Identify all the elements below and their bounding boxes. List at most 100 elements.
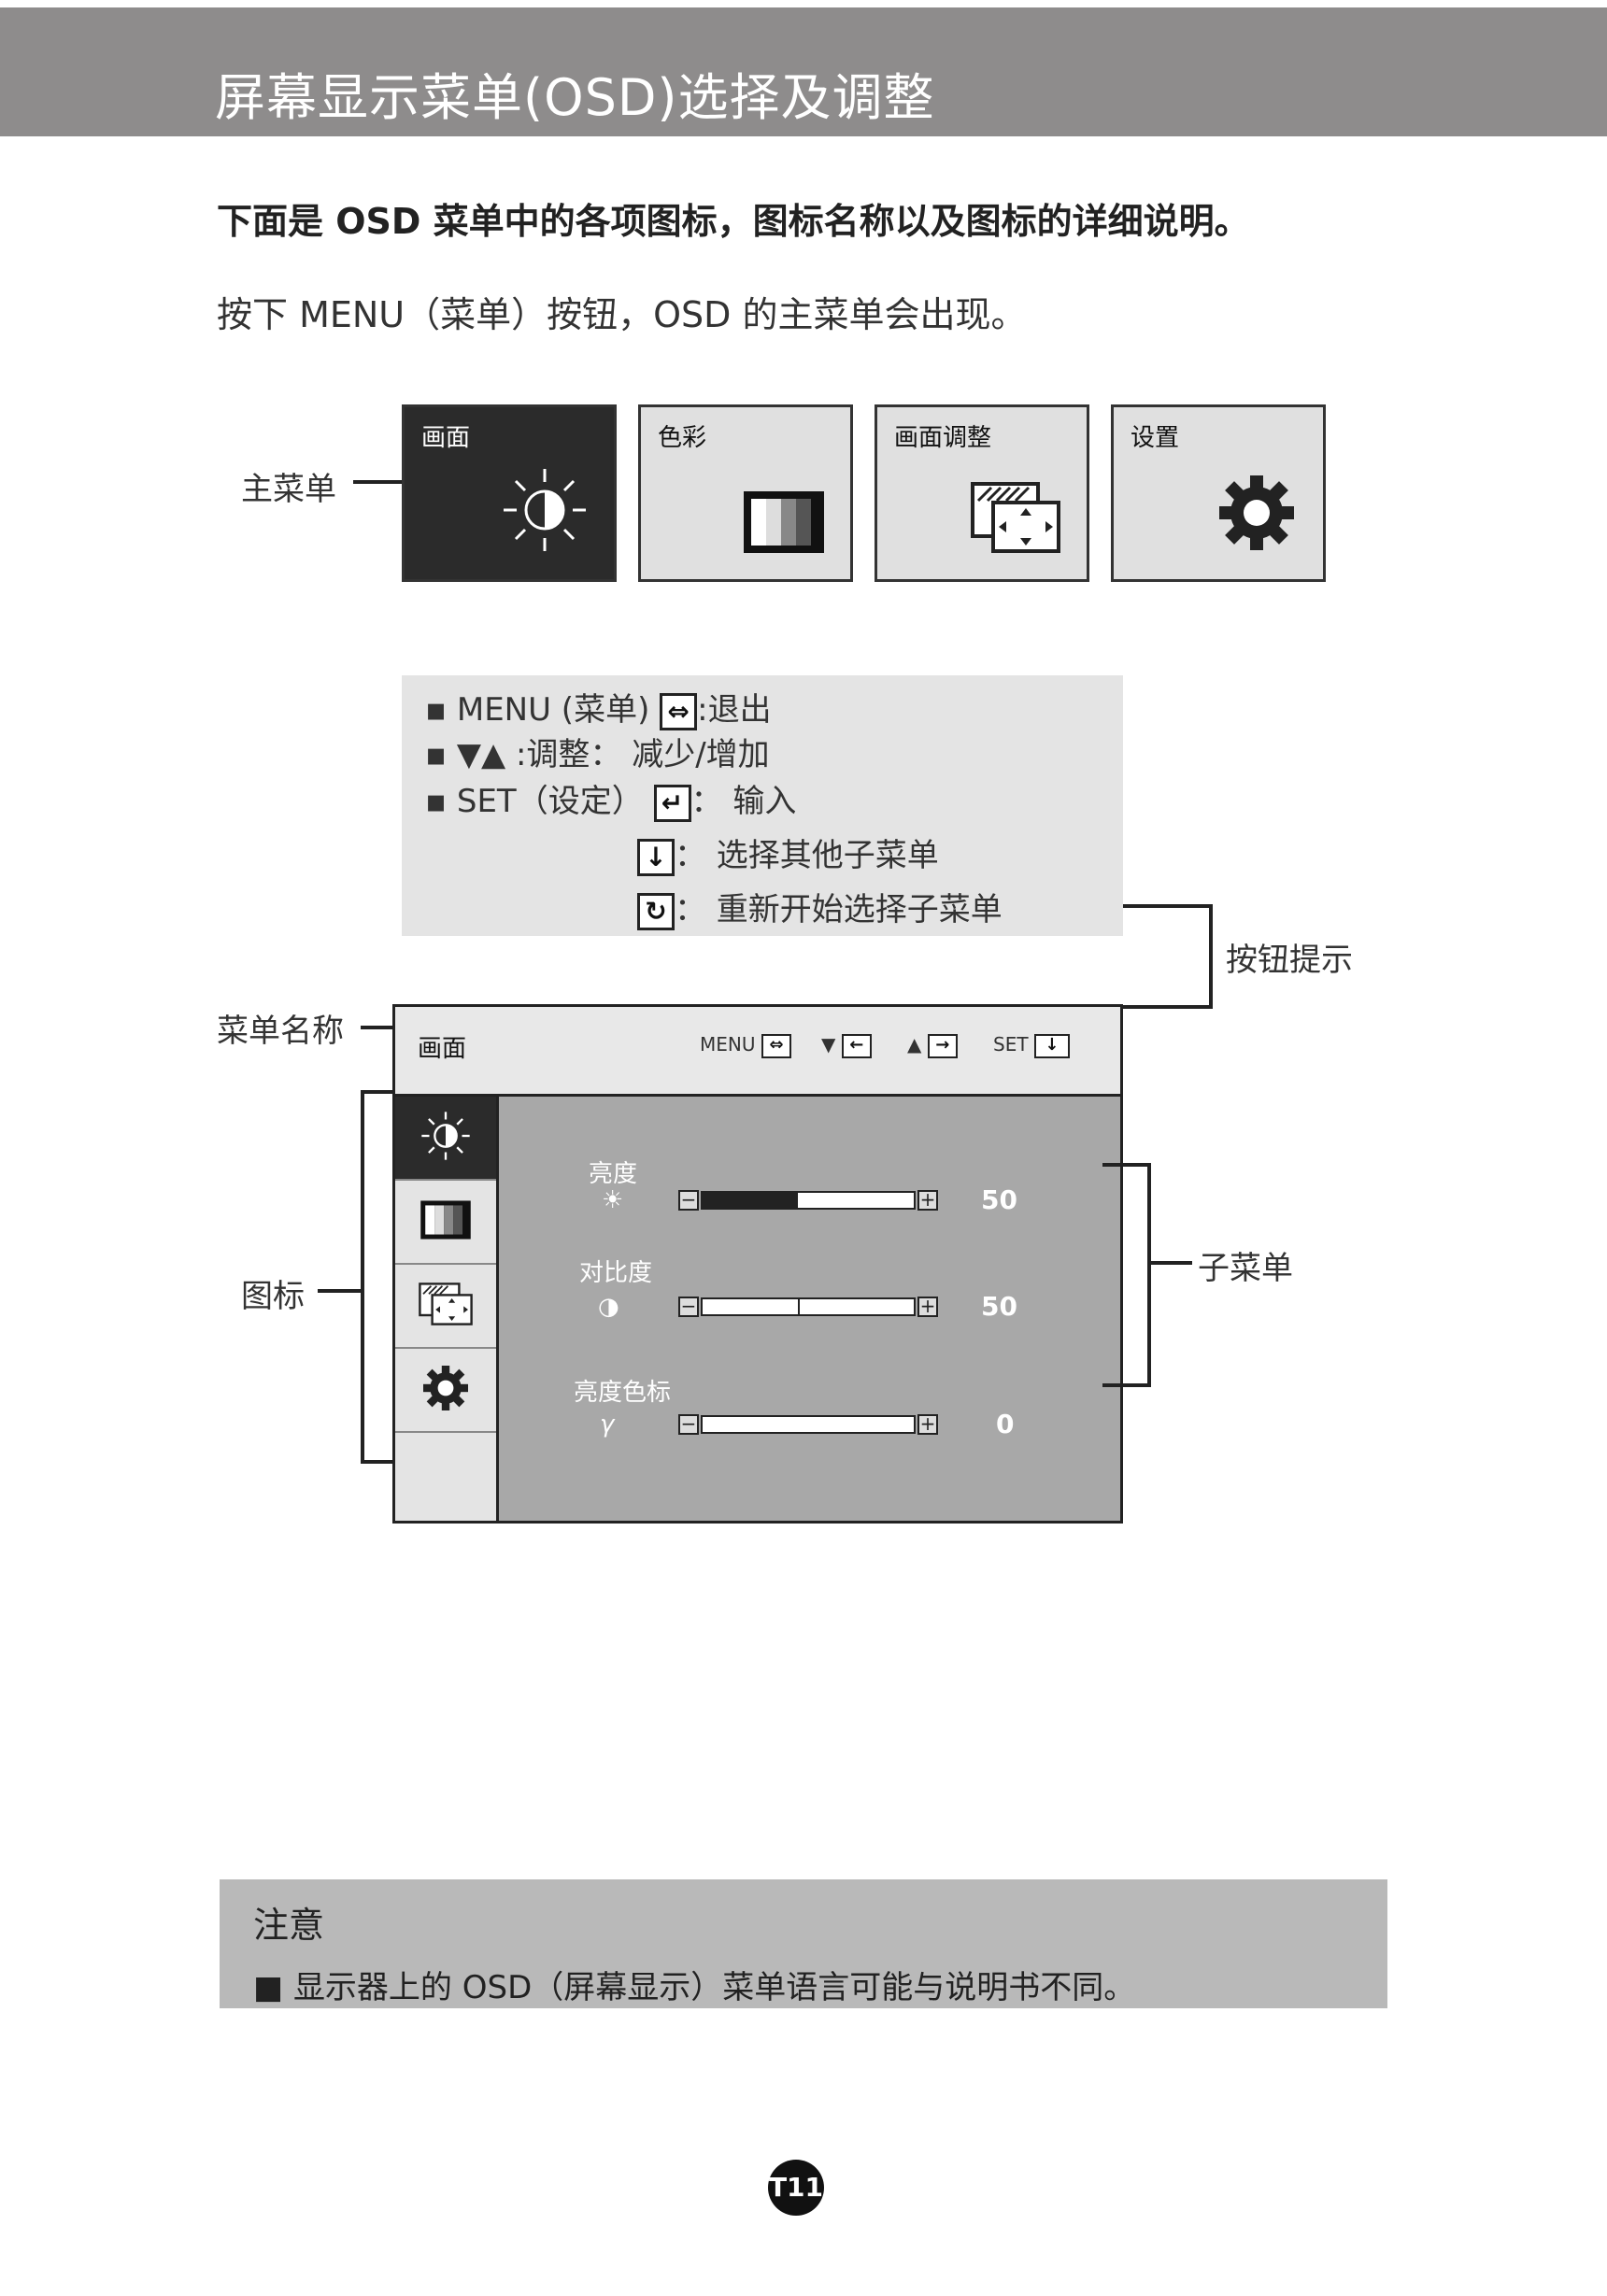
- slider-fill: [703, 1299, 800, 1314]
- button-hints-panel: [402, 675, 1123, 936]
- icons-pointer: [318, 1289, 363, 1293]
- contrast-icon: ◑: [598, 1293, 619, 1321]
- hint-menu-prefix: MENU (菜单): [456, 691, 650, 729]
- screen-adjust-icon: [969, 480, 1062, 559]
- submenu-bracket-top: [1102, 1163, 1151, 1167]
- brightness-icon: [420, 1110, 472, 1166]
- minus-button[interactable]: −: [678, 1297, 699, 1317]
- plus-button[interactable]: +: [917, 1297, 938, 1317]
- osd-control-menu-label: MENU: [700, 1033, 756, 1056]
- hint-adjust: ▪ ▼▲ :调整： 减少/增加: [425, 729, 770, 774]
- button-hints-label: 按钮提示: [1226, 942, 1353, 979]
- page-number: T11: [768, 2160, 824, 2216]
- menu-tile-picture[interactable]: 画面: [402, 404, 617, 582]
- osd-control-menu[interactable]: MENU ⇔: [700, 1033, 791, 1058]
- osd-control-set-label: SET: [993, 1033, 1029, 1056]
- header-bar: [0, 7, 1607, 136]
- contrast-value: 50: [981, 1291, 1017, 1322]
- sun-icon: ☀: [602, 1186, 624, 1214]
- osd-window: 画面 MENU ⇔ ▼ ← ▲ → SET ↓: [392, 1004, 1123, 1524]
- menu-name-pointer: [361, 1026, 392, 1029]
- osd-submenu-panel: 亮度 ☀ − + 50 对比度 ◑ − + 50 亮度色标 γ − + 0: [499, 1097, 1120, 1521]
- menu-tile-label: 色彩: [658, 424, 707, 452]
- menu-tile-label: 画面: [421, 424, 471, 452]
- osd-control-down-label: ▼: [821, 1033, 836, 1056]
- hint-bracket-top: [1123, 904, 1211, 908]
- slider-fill: [703, 1193, 798, 1208]
- down-arrow-key-icon: ↓: [637, 838, 675, 876]
- note-text-content: 显示器上的 OSD（屏幕显示）菜单语言可能与说明书不同。: [292, 1969, 1136, 2006]
- osd-icon-color[interactable]: [395, 1181, 496, 1265]
- hint-restart-text: ： 重新开始选择子菜单: [675, 891, 1003, 928]
- osd-control-down[interactable]: ▼ ←: [821, 1033, 872, 1058]
- gear-icon: [1215, 471, 1299, 559]
- hint-select-other-text: ： 选择其他子菜单: [675, 837, 939, 874]
- osd-icon-picture[interactable]: [395, 1097, 496, 1181]
- osd-menu-title: 画面: [418, 1035, 467, 1063]
- enter-key-icon: ↵: [653, 784, 691, 822]
- hint-adjust-prefix: ▼▲: [456, 736, 506, 773]
- submenu-gamma-label: 亮度色标: [574, 1379, 672, 1407]
- bullet-icon: ▪: [425, 783, 457, 820]
- right-arrow-key-icon: →: [927, 1033, 958, 1058]
- plus-button[interactable]: +: [917, 1190, 938, 1211]
- note-title: 注意: [253, 1905, 325, 1946]
- submenu-brightness-label: 亮度: [589, 1160, 638, 1188]
- osd-icon-picture-adjust[interactable]: [395, 1265, 496, 1349]
- icons-bracket-top: [361, 1090, 392, 1094]
- osd-control-set[interactable]: SET ↓: [993, 1033, 1070, 1058]
- menu-tile-settings[interactable]: 设置: [1111, 404, 1326, 582]
- submenu-contrast-label: 对比度: [579, 1259, 653, 1287]
- hint-bracket-bottom: [1123, 1005, 1213, 1009]
- submenu-bracket-vertical: [1147, 1163, 1151, 1387]
- hint-set-prefix: SET（设定）: [456, 783, 644, 820]
- screen-adjust-icon: [418, 1282, 474, 1330]
- color-bars-icon: [742, 489, 826, 559]
- submenu-pointer: [1149, 1261, 1192, 1265]
- minus-button[interactable]: −: [678, 1414, 699, 1435]
- icons-bracket-vertical: [361, 1090, 364, 1464]
- hint-set: ▪ SET（设定） ↵： 输入: [425, 775, 796, 822]
- note-text: ■ 显示器上的 OSD（屏幕显示）菜单语言可能与说明书不同。: [253, 1962, 1135, 2007]
- left-arrow-key-icon: ←: [841, 1033, 872, 1058]
- menu-name-label: 菜单名称: [217, 1013, 344, 1050]
- hint-menu: ▪ MENU (菜单) ⇔:退出: [425, 684, 772, 730]
- page-title: 屏幕显示菜单(OSD)选择及调整: [215, 68, 935, 127]
- gamma-slider[interactable]: [701, 1415, 916, 1434]
- submenu-label: 子菜单: [1198, 1250, 1293, 1287]
- submenu-bracket-bottom: [1102, 1383, 1151, 1387]
- hint-bracket-vertical: [1209, 904, 1213, 1009]
- menu-tile-label: 设置: [1131, 424, 1180, 452]
- intro-line-1: 下面是 OSD 菜单中的各项图标，图标名称以及图标的详细说明。: [217, 201, 1250, 242]
- hint-set-input: ： 输入: [690, 783, 797, 820]
- exit-key-icon: ⇔: [761, 1033, 791, 1058]
- exit-key-icon: ⇔: [660, 692, 698, 730]
- menu-tile-color[interactable]: 色彩: [638, 404, 853, 582]
- osd-icon-column: [395, 1097, 499, 1521]
- intro-line-2: 按下 MENU（菜单）按钮，OSD 的主菜单会出现。: [217, 294, 1027, 335]
- hint-adjust-suffix: :调整： 减少/增加: [515, 736, 770, 773]
- return-key-icon: ↻: [637, 892, 675, 930]
- gear-icon: [420, 1363, 471, 1417]
- icons-bracket-bottom: [361, 1460, 392, 1464]
- main-menu-pointer: [353, 480, 402, 484]
- brightness-value: 50: [981, 1184, 1017, 1215]
- plus-button[interactable]: +: [917, 1414, 938, 1435]
- osd-icon-settings[interactable]: [395, 1349, 496, 1433]
- bullet-icon: ■: [253, 1969, 293, 2006]
- osd-control-up-label: ▲: [907, 1033, 922, 1056]
- minus-button[interactable]: −: [678, 1190, 699, 1211]
- gamma-icon: γ: [600, 1410, 615, 1439]
- brightness-icon: [500, 465, 590, 559]
- down-arrow-key-icon: ↓: [1033, 1033, 1070, 1058]
- contrast-slider[interactable]: [701, 1297, 916, 1316]
- icons-label: 图标: [241, 1278, 305, 1315]
- osd-title-bar: 画面 MENU ⇔ ▼ ← ▲ → SET ↓: [395, 1007, 1120, 1097]
- bullet-icon: ▪: [425, 736, 457, 773]
- hint-select-other: ↓： 选择其他子菜单: [637, 829, 939, 876]
- hint-restart: ↻： 重新开始选择子菜单: [637, 884, 1003, 930]
- gamma-value: 0: [996, 1409, 1015, 1439]
- brightness-slider[interactable]: [701, 1191, 916, 1210]
- menu-tile-picture-adjust[interactable]: 画面调整: [875, 404, 1089, 582]
- osd-control-up[interactable]: ▲ →: [907, 1033, 958, 1058]
